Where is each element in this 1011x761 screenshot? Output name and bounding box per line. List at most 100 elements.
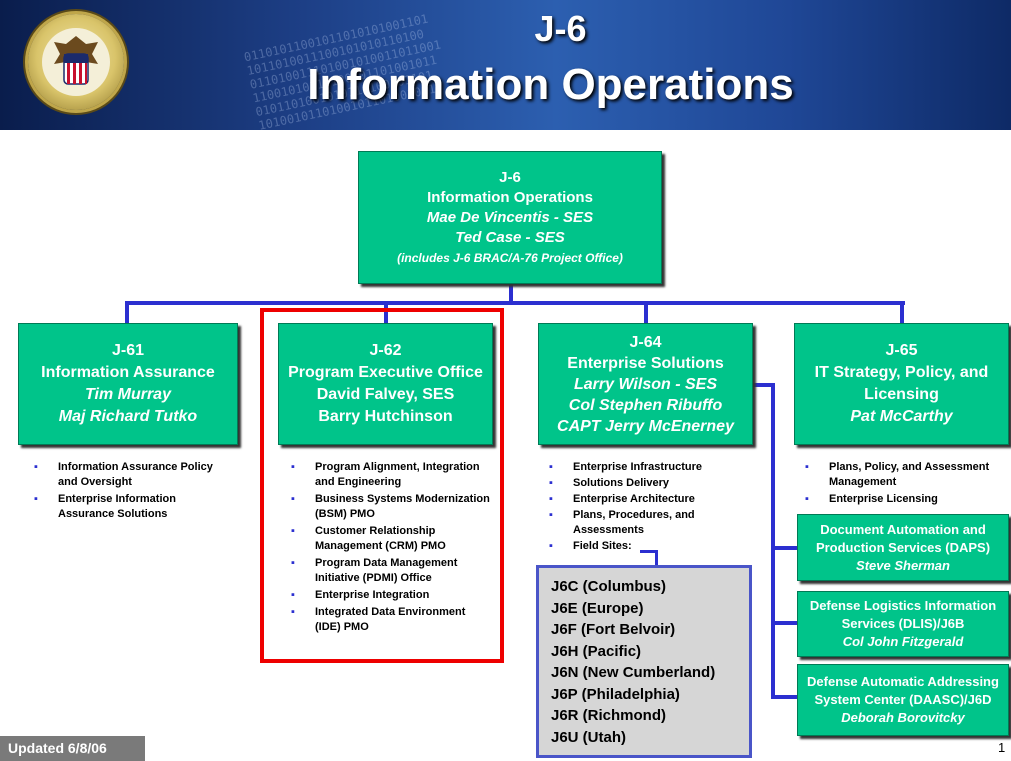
updated-badge: Updated 6/8/06 [0,736,145,761]
org-box-j65: J-65 IT Strategy, Policy, and Licensing … [794,323,1009,445]
bullet-icon: ▪ [549,493,553,505]
daps-person: Steve Sherman [856,557,950,573]
list-item: ▪Business Systems Modernization (BSM) PM… [291,493,490,520]
org-box-daps: Document Automation and Production Servi… [797,514,1009,581]
bullet-icon: ▪ [549,477,553,489]
j62-highlight-frame [260,308,504,663]
j6-person-1: Mae De Vincentis - SES [426,208,594,226]
j64-code: J-64 [629,333,662,351]
list-item: ▪Solutions Delivery [549,477,669,489]
list-item: J6C (Columbus) [551,578,667,595]
list-item: ▪Program Data Management Initiative (PDM… [291,557,458,584]
list-item: ▪Enterprise Infrastructure [549,461,702,473]
j65-name-line-2: Licensing [864,386,939,403]
bullet-icon: ▪ [291,525,295,537]
j62-name: Program Executive Office [288,364,483,381]
dlis-line-1: Defense Logistics Information [809,598,997,613]
j61-person-1: Tim Murray [85,386,171,403]
org-box-j6: J-6 Information Operations Mae De Vincen… [358,151,662,284]
j6-code: J-6 [499,168,521,186]
j6-name: Information Operations [427,188,593,206]
j64-name: Enterprise Solutions [567,354,724,372]
page-title: Information Operations [307,60,794,109]
connector-fieldsites-v [655,550,658,567]
bullet-icon: ▪ [291,606,295,618]
header-banner: 01101011001011010101001101 1011010011100… [0,0,1011,130]
connector-daps [771,546,797,550]
list-item: J6E (Europe) [551,599,644,617]
bullet-icon: ▪ [34,461,38,473]
list-item: ▪Field Sites: [549,540,632,552]
org-box-j64: J-64 Enterprise Solutions Larry Wilson -… [538,323,753,445]
page-title-code: J-6 [534,8,587,49]
j61-name: Information Assurance [41,364,215,381]
org-box-daasc: Defense Automatic Addressing System Cent… [797,664,1009,736]
list-item: ▪Enterprise Licensing [805,493,938,505]
j62-code: J-62 [369,342,402,359]
j62-person-2: Barry Hutchinson [318,408,453,425]
field-sites-box: J6C (Columbus) J6E (Europe) J6F (Fort Be… [536,565,752,758]
list-item: ▪Integrated Data Environment (IDE) PMO [291,606,466,633]
org-box-j61: J-61 Information Assurance Tim Murray Ma… [18,323,238,445]
daasc-line-2: System Center (DAASC)/J6D [814,692,992,707]
connector-daasc [771,695,797,699]
org-box-dlis: Defense Logistics Information Services (… [797,591,1009,657]
bullet-icon: ▪ [34,493,38,505]
list-item: J6R (Richmond) [551,707,667,724]
j62-person-1: David Falvey, SES [316,386,455,403]
daps-line-2: Production Services (DAPS) [815,539,991,555]
bullet-icon: ▪ [549,540,553,552]
list-item: ▪Customer Relationship Management (CRM) … [291,525,446,552]
list-item: ▪Program Alignment, Integration and Engi… [291,461,480,488]
connector-horizontal-bus [125,301,905,305]
list-item: J6P (Philadelphia) [551,685,680,703]
list-item: ▪Enterprise Information Assurance Soluti… [34,493,176,520]
j6-note: (includes J-6 BRAC/A-76 Project Office) [397,250,623,265]
list-item: J6F (Fort Belvoir) [551,621,676,638]
connector-top-vertical [509,281,513,305]
connector-j61 [125,301,129,323]
bullet-icon: ▪ [805,461,809,473]
bullet-icon: ▪ [549,461,553,473]
j64-person-1: Larry Wilson - SES [574,375,717,393]
dlis-person: Col John Fitzgerald [842,634,964,649]
connector-j62 [384,301,388,323]
j62-bullet-list: ▪Program Alignment, Integration and Engi… [291,460,491,637]
agency-seal-icon [28,14,124,110]
list-item: J6H (Pacific) [551,642,642,660]
bullet-icon: ▪ [291,461,295,473]
j65-bullet-list: ▪Plans, Policy, and Assessment Managemen… [805,460,1005,509]
j65-code: J-65 [885,342,918,359]
bullet-icon: ▪ [805,493,809,505]
connector-j64 [644,301,648,323]
j64-bullet-list: ▪Enterprise Infrastructure ▪Solutions De… [549,460,729,556]
daasc-line-1: Defense Automatic Addressing [807,674,999,689]
bullet-icon: ▪ [549,509,553,521]
list-item: ▪Enterprise Integration [291,589,430,601]
j64-person-2: Col Stephen Ribuffo [568,396,723,414]
j65-person-1: Pat McCarthy [850,408,953,425]
j6-person-2: Ted Case - SES [455,228,565,246]
j61-code: J-61 [111,342,145,359]
connector-fieldsites-h [640,550,658,553]
connector-j64-vertical [771,383,775,699]
daps-line-1: Document Automation and [820,521,986,537]
list-item: ▪Enterprise Architecture [549,493,695,505]
connector-j65 [900,301,904,323]
list-item: ▪Plans, Policy, and Assessment Managemen… [805,461,990,488]
list-item: J6N (New Cumberland) [551,664,716,681]
connector-j64-out [751,383,775,387]
list-item: ▪Information Assurance Policy and Oversi… [34,461,213,488]
list-item: ▪Plans, Procedures, and Assessments [549,509,695,536]
dlis-line-2: Services (DLIS)/J6B [841,616,965,631]
j61-person-2: Maj Richard Tutko [58,408,198,425]
list-item: J6U (Utah) [551,728,627,746]
bullet-icon: ▪ [291,493,295,505]
bullet-icon: ▪ [291,557,295,569]
page-number: 1 [998,740,1006,755]
j64-person-3: CAPT Jerry McEnerney [557,417,734,435]
daasc-person: Deborah Borovitcky [841,710,965,725]
j61-bullet-list: ▪Information Assurance Policy and Oversi… [34,460,234,524]
bullet-icon: ▪ [291,589,295,601]
org-box-j62: J-62 Program Executive Office David Falv… [278,323,493,445]
